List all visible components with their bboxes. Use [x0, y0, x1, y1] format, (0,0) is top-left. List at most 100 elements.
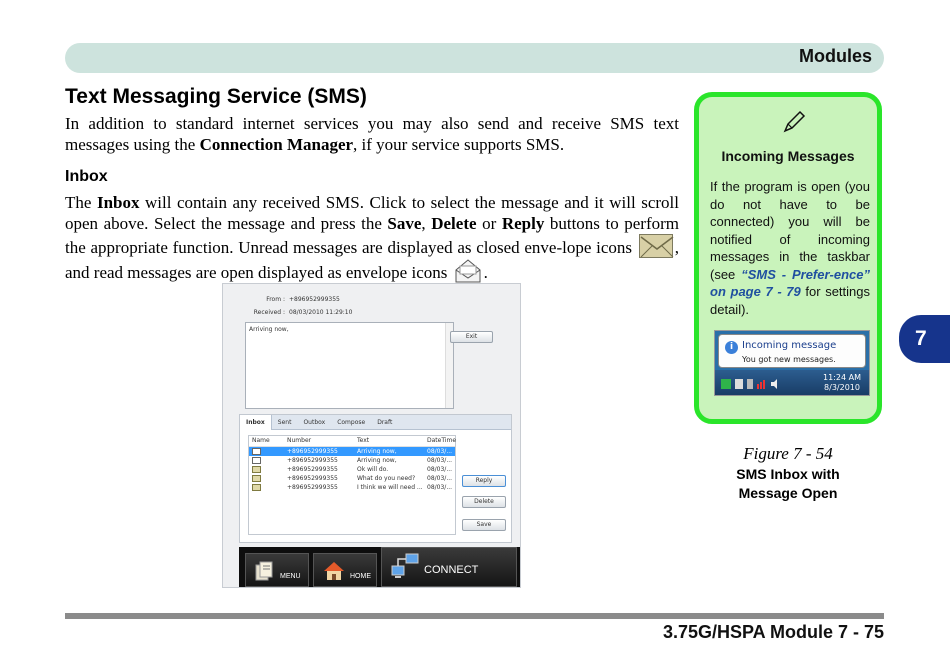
message-row[interactable]: +896952999355 Arriving now, 08/03/...	[249, 447, 455, 456]
from-label: From :	[266, 296, 285, 303]
figure-number: Figure 7 - 54	[743, 444, 833, 463]
row-number: +896952999355	[287, 448, 338, 455]
figure-caption: SMS Inbox with Message Open	[694, 465, 882, 503]
tray-clock[interactable]: 11:24 AM 8/3/2010	[823, 373, 861, 393]
message-row[interactable]: +896952999355 I think we will need ... 0…	[249, 483, 455, 492]
row-date: 08/03/...	[427, 448, 453, 455]
header-bar: Modules	[65, 43, 884, 73]
note-text-a: If the program is open (you do not have …	[710, 179, 870, 282]
connect-button[interactable]: CONNECT	[381, 547, 517, 587]
message-text: Arriving now,	[249, 326, 289, 333]
tab-sent[interactable]: Sent	[277, 419, 292, 426]
closed-envelope-icon	[638, 234, 674, 258]
inbox-subtitle: Inbox	[65, 168, 108, 185]
pencil-icon	[783, 110, 806, 133]
inbox-panel: Inbox Sent Outbox Compose Draft Name Number …	[239, 414, 512, 543]
unread-envelope-icon	[252, 484, 261, 491]
row-date: 08/03/...	[427, 457, 453, 464]
connect-label: CONNECT	[424, 564, 479, 576]
message-row[interactable]: +896952999355 Arriving now, 08/03/...	[249, 456, 455, 465]
inbox-text-3: ,	[421, 214, 432, 233]
footer-text: 3.75G/HSPA Module 7 - 75	[662, 622, 884, 642]
exit-button[interactable]: Exit	[450, 331, 493, 343]
inbox-paragraph: The Inbox will contain any received SMS.…	[65, 192, 679, 284]
open-envelope-icon	[454, 258, 482, 284]
app-bottom-bar: MENU HOME CONNECT	[239, 547, 520, 587]
footer-rule	[65, 613, 884, 619]
tray-date: 8/3/2010	[824, 383, 860, 392]
row-text: Ok will do.	[357, 466, 389, 473]
chapter-tab: 7	[899, 315, 950, 363]
tab-inbox[interactable]: Inbox	[240, 415, 272, 430]
tab-compose[interactable]: Compose	[337, 419, 366, 426]
row-text: What do you need?	[357, 475, 416, 482]
from-value: +896952999355	[289, 296, 340, 303]
tab-outbox[interactable]: Outbox	[303, 419, 326, 426]
tab-bar: Inbox Sent Outbox Compose Draft	[240, 415, 511, 430]
balloon-subtitle: You got new messages.	[742, 355, 836, 364]
menu-button[interactable]: MENU	[245, 553, 309, 587]
caption-line-2: Message Open	[738, 485, 838, 501]
tray-time: 11:24 AM	[823, 373, 861, 382]
row-number: +896952999355	[287, 484, 338, 491]
row-text: Arriving now,	[357, 448, 397, 455]
message-row[interactable]: +896952999355 What do you need? 08/03/..…	[249, 474, 455, 483]
message-row[interactable]: +896952999355 Ok will do. 08/03/...	[249, 465, 455, 474]
info-icon: i	[725, 341, 738, 354]
row-text: Arriving now,	[357, 457, 397, 464]
home-icon	[324, 562, 344, 580]
tray-icons	[721, 379, 777, 389]
balloon-title: Incoming message	[742, 340, 837, 351]
tab-draft[interactable]: Draft	[377, 419, 393, 426]
column-text[interactable]: Text	[357, 437, 370, 444]
menu-label: MENU	[280, 573, 301, 580]
message-meta: From : +896952999355 Received : 08/03/2010…	[249, 293, 353, 319]
list-header: Name Number Text DateTime	[249, 436, 457, 447]
delete-button[interactable]: Delete	[462, 496, 506, 508]
inbox-text-1: The	[65, 193, 97, 212]
note-text-b: for settings detail).	[710, 284, 870, 317]
intro-bold: Connection Manager	[199, 135, 354, 154]
inbox-bold-2: Save	[387, 214, 422, 233]
note-text: If the program is open (you do not have …	[710, 178, 870, 318]
received-label: Received :	[253, 309, 285, 316]
unread-envelope-icon	[252, 475, 261, 482]
notification-screenshot: i Incoming message You got new messages.…	[714, 330, 870, 396]
column-name[interactable]: Name	[252, 437, 270, 444]
message-list: Name Number Text DateTime +896952999355 …	[248, 435, 456, 535]
menu-icon	[255, 561, 273, 581]
reply-button[interactable]: Reply	[462, 475, 506, 487]
network-icon	[391, 553, 419, 578]
message-scrollbar[interactable]	[445, 323, 453, 408]
caption-line-1: SMS Inbox with	[736, 466, 840, 482]
system-tray: 11:24 AM 8/3/2010	[715, 370, 869, 395]
row-number: +896952999355	[287, 475, 338, 482]
home-button[interactable]: HOME	[313, 553, 377, 587]
column-number[interactable]: Number	[287, 437, 312, 444]
row-number: +896952999355	[287, 457, 338, 464]
row-date: 08/03/...	[427, 484, 453, 491]
inbox-bold-1: Inbox	[96, 193, 140, 212]
column-datetime[interactable]: DateTime	[427, 437, 457, 444]
save-button[interactable]: Save	[462, 519, 506, 531]
read-envelope-icon	[252, 448, 261, 455]
inbox-text-4: or	[476, 214, 502, 233]
note-title: Incoming Messages	[721, 148, 855, 164]
note-link[interactable]: “SMS - Prefer-ence” on page 7 - 79	[710, 266, 871, 300]
row-date: 08/03/...	[427, 466, 453, 473]
intro-text-a: In addition to standard internet service…	[65, 114, 679, 154]
read-envelope-icon	[252, 457, 261, 464]
inbox-bold-3: Delete	[431, 214, 477, 233]
inbox-bold-4: Reply	[501, 214, 545, 233]
row-number: +896952999355	[287, 466, 338, 473]
intro-text-b: , if your service supports SMS.	[353, 135, 565, 154]
notification-balloon: i Incoming message You got new messages.	[718, 334, 866, 368]
message-body[interactable]: Arriving now,	[245, 322, 454, 409]
intro-paragraph: In addition to standard internet service…	[65, 113, 679, 155]
received-value: 08/03/2010 11:29:10	[289, 309, 353, 316]
row-date: 08/03/...	[427, 475, 453, 482]
home-label: HOME	[350, 573, 371, 580]
inbox-text-2: will contain any received SMS. Click to …	[65, 193, 679, 233]
sms-inbox-window: From : +896952999355 Received : 08/03/2010…	[222, 283, 521, 588]
inbox-text-7: .	[483, 263, 488, 282]
